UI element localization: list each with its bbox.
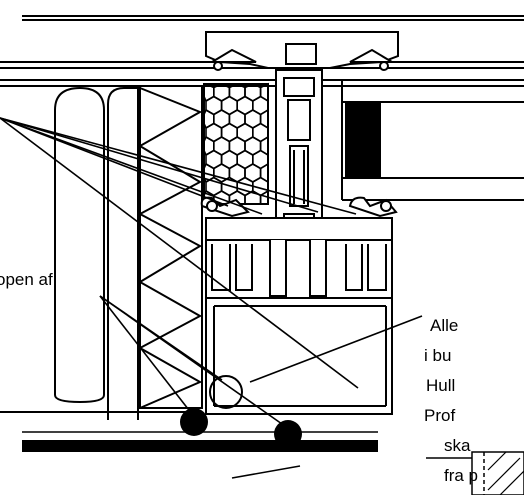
gasket-right	[348, 196, 398, 218]
honeycomb-block	[203, 82, 269, 205]
sealing-beads	[180, 408, 302, 448]
lower-frame-profile	[205, 217, 393, 299]
honeycomb-cell	[203, 135, 215, 157]
right-label-line-4: Prof	[424, 406, 455, 425]
honeycomb-cell	[203, 108, 215, 130]
glass-unit-right	[341, 79, 524, 201]
insulation-zigzag	[137, 85, 203, 409]
leader-lines	[0, 117, 423, 425]
right-label-line-1: Alle	[430, 316, 458, 335]
top-cap-profile	[205, 31, 399, 71]
left-frame	[0, 86, 190, 420]
left-label: open af	[0, 270, 53, 289]
right-label-line-3: Hull	[426, 376, 455, 395]
right-label-line-5: ska	[444, 436, 471, 455]
right-label-line-2: i bu	[424, 346, 451, 365]
right-label-line-6: fra p	[444, 466, 478, 485]
honeycomb-cell	[259, 189, 269, 205]
lower-box	[205, 297, 393, 415]
right-annotation: Alle i bu Hull Prof ska fra p	[424, 316, 478, 485]
